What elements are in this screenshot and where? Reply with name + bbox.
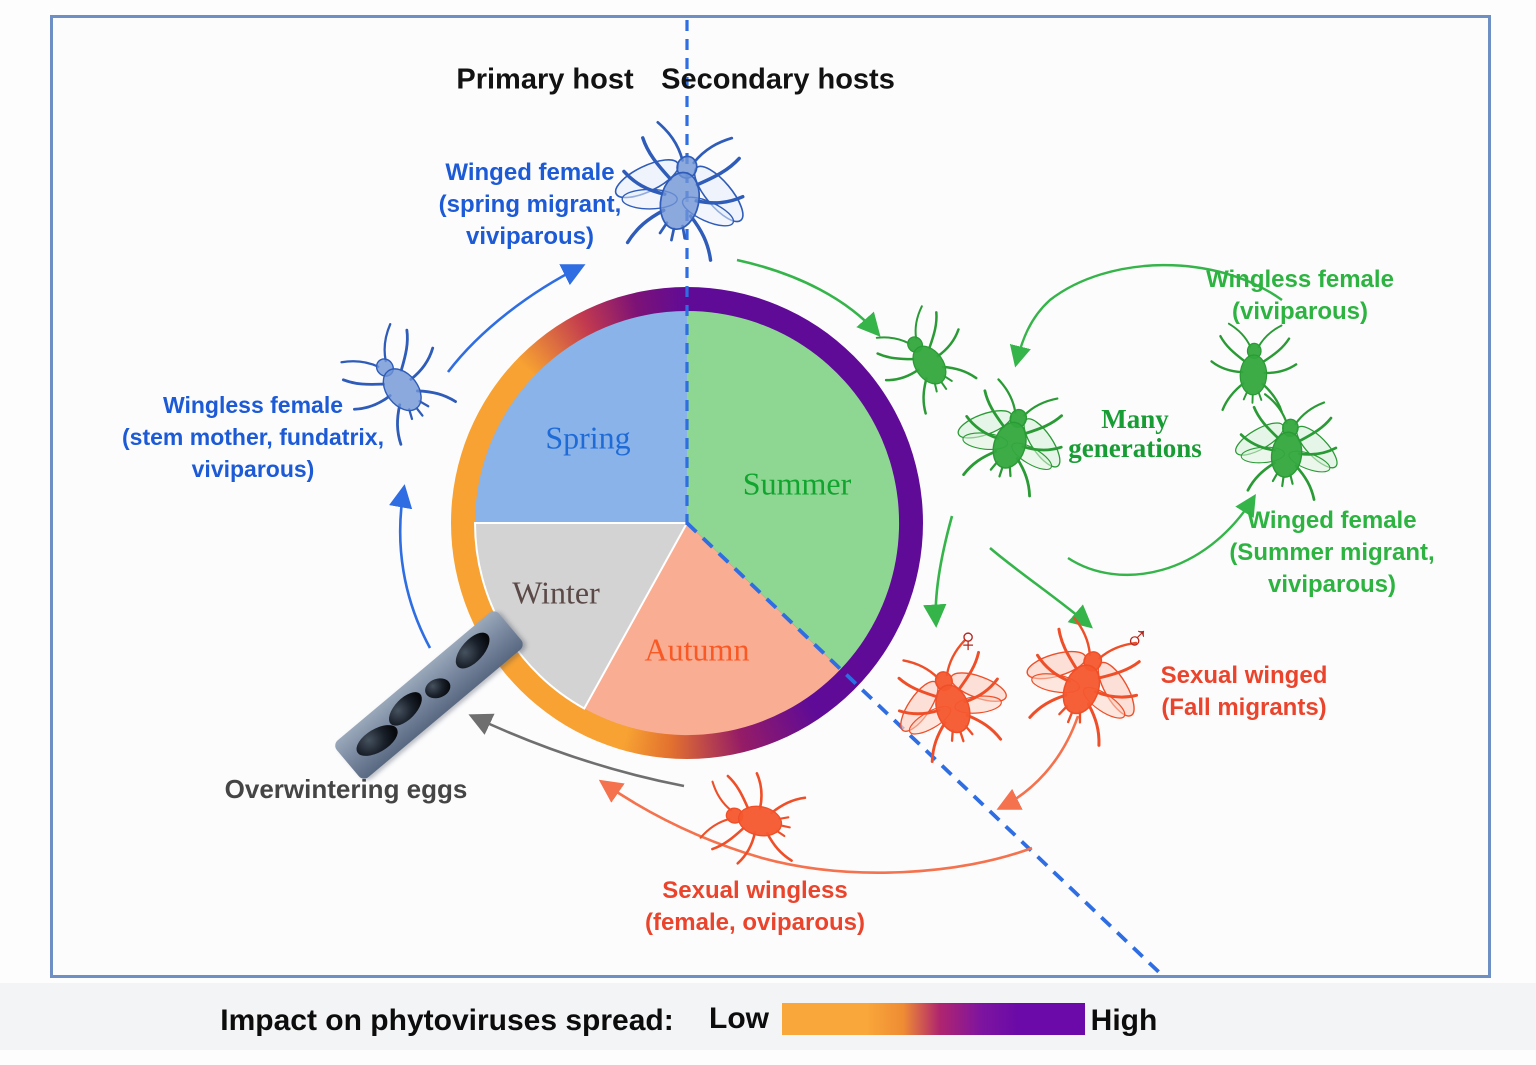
label-line: Overwintering eggs	[224, 774, 468, 804]
female-symbol: ♀	[955, 621, 981, 660]
secondary-hosts-label: Secondary hosts	[661, 63, 895, 96]
label-line: Sexual wingless	[662, 877, 848, 904]
legend-high-label: High	[1090, 1004, 1158, 1037]
label-line: Wingless female	[1206, 266, 1394, 293]
season-slice-spring	[475, 311, 687, 523]
sexual-winged-male-aphid	[988, 592, 1177, 781]
label-line: (viviparous)	[1231, 298, 1369, 325]
label-line: Winged female	[1247, 507, 1417, 534]
label-line: (female, oviparous)	[644, 909, 866, 936]
sexual-winged-female-aphid	[864, 618, 1040, 794]
many-generations-label: Many generations	[1068, 405, 1201, 463]
sexual-wingless-female-aphid	[683, 746, 831, 894]
label-line: (Fall migrants)	[1161, 694, 1327, 721]
label-line: viviparous)	[1267, 571, 1397, 598]
legend-strip-background	[0, 983, 1536, 1050]
aphid-egg	[422, 674, 454, 702]
season-label-winter: Winter	[512, 574, 600, 611]
impact-gradient-bar	[782, 1003, 1085, 1035]
winged-female-summer-label: Winged female (Summer migrant, viviparou…	[1229, 505, 1434, 601]
sexual-winged-label: Sexual winged (Fall migrants)	[1161, 660, 1328, 724]
label-line: Wingless female	[162, 392, 344, 418]
label-line: (Summer migrant,	[1229, 539, 1435, 566]
wingless-female-stem-label: Wingless female (stem mother, fundatrix,…	[122, 389, 384, 485]
label-line: Many	[1101, 404, 1169, 434]
season-wheel	[473, 311, 900, 736]
label-line: Sexual winged	[1160, 662, 1328, 689]
season-label-autumn: Autumn	[644, 631, 750, 668]
legend-title: Impact on phytoviruses spread:	[220, 1004, 674, 1037]
label-line: viviparous)	[465, 223, 595, 250]
label-line: viviparous)	[191, 456, 315, 482]
winged-female-spring-label: Winged female (spring migrant, viviparou…	[439, 157, 622, 253]
season-label-spring: Spring	[545, 419, 631, 456]
fundatrix-wingless-aphid	[305, 292, 494, 481]
summer-migrant-winged-aphid	[1214, 379, 1361, 526]
overwintering-eggs-label: Overwintering eggs	[225, 773, 468, 805]
season-label-summer: Summer	[742, 465, 852, 502]
male-symbol: ♂	[1124, 618, 1150, 657]
legend-low-label: Low	[709, 1002, 769, 1035]
label-line: Winged female	[445, 159, 615, 186]
primary-host-label: Primary host	[456, 63, 634, 96]
wingless-female-viviparous-label: Wingless female (viviparous)	[1206, 264, 1394, 328]
label-line: (stem mother, fundatrix,	[122, 424, 384, 450]
secondary-winged-aphid	[925, 357, 1095, 527]
label-line: generations	[1068, 433, 1202, 463]
sexual-wingless-label: Sexual wingless (female, oviparous)	[645, 875, 865, 939]
viviparous-wingless-aphid	[1194, 313, 1313, 432]
secondary-wingless-aphid	[844, 279, 1011, 446]
label-line: (spring migrant,	[438, 191, 622, 218]
spring-migrant-winged-aphid	[582, 99, 778, 295]
